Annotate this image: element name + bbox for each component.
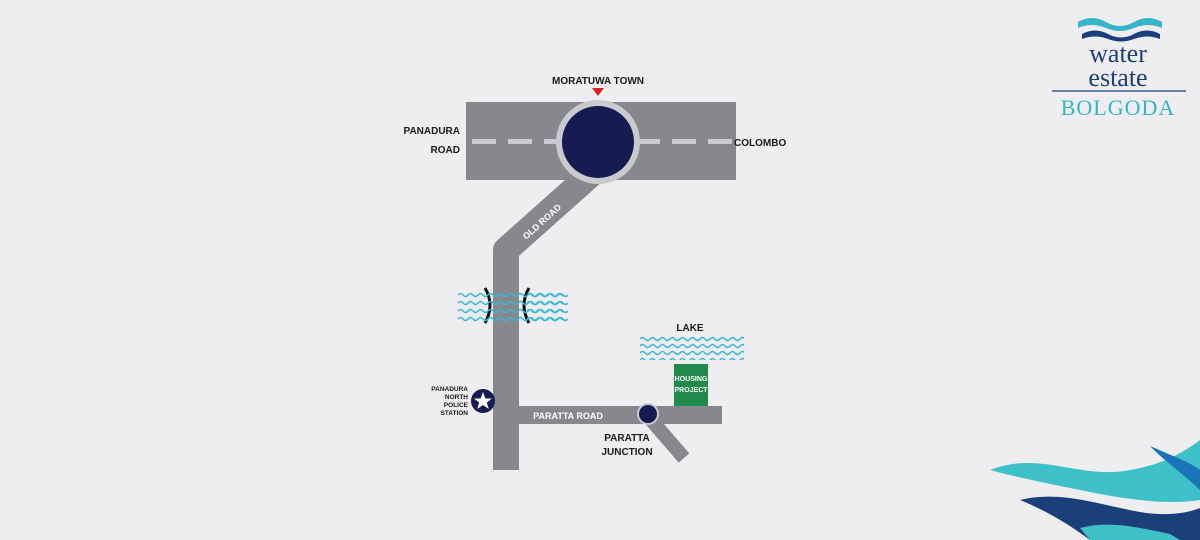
lane-dash	[544, 139, 562, 144]
logo-bolgoda: BOLGODA	[1061, 95, 1176, 120]
lane-dash	[672, 139, 696, 144]
lane-dash	[638, 139, 660, 144]
police-label-line3: POLICE	[444, 402, 469, 409]
moratuwa-roundabout-center	[562, 106, 634, 178]
old-road	[493, 158, 607, 470]
paratta-junction-label-line2: JUNCTION	[601, 447, 652, 458]
lane-dash	[508, 139, 532, 144]
lane-dash	[708, 139, 732, 144]
logo-water: water	[1089, 39, 1147, 68]
logo-wave-icon	[1078, 18, 1162, 31]
water-estate-logo: water estate BOLGODA	[1052, 18, 1186, 120]
paratta-road	[506, 406, 722, 424]
housing-label-line1: HOUSING	[675, 376, 708, 383]
panadura-road-label-line1: PANADURA	[404, 126, 460, 137]
panadura-road-label-line2: ROAD	[431, 145, 460, 156]
lake-waves-icon	[640, 336, 744, 360]
river-waves-right-icon	[527, 292, 563, 322]
colombo-label: COLOMBO	[734, 138, 786, 149]
paratta-road-label: PARATTA ROAD	[533, 411, 603, 421]
star-icon	[474, 392, 492, 409]
lane-dash	[472, 139, 496, 144]
location-marker-icon	[592, 88, 604, 96]
paratta-junction-marker	[637, 403, 659, 425]
housing-project-marker	[674, 364, 708, 406]
police-label-line2: NORTH	[445, 394, 468, 401]
police-label-line1: PANADURA	[431, 386, 468, 393]
corner-waves-icon	[990, 440, 1200, 540]
housing-label-line2: PROJECT	[674, 387, 708, 394]
police-label-line4: STATION	[440, 410, 468, 417]
moratuwa-town-label: MORATUWA TOWN	[552, 76, 644, 87]
lake-label: LAKE	[676, 323, 704, 334]
logo-estate: estate	[1088, 63, 1147, 92]
logo-wave-icon	[1082, 30, 1160, 42]
paratta-junction-label-line1: PARATTA	[604, 433, 650, 444]
